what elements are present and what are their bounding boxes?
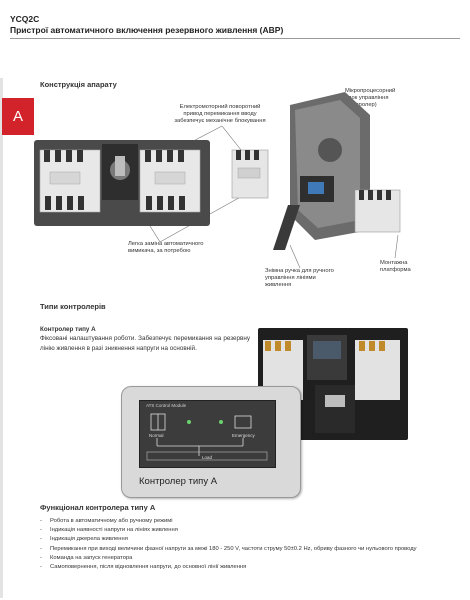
callout-microprocessor: Мікропроцесорний блок управління (контро… bbox=[345, 88, 396, 108]
ats-construction-illustration bbox=[34, 92, 401, 269]
side-rule bbox=[0, 78, 3, 598]
load-label: Load bbox=[202, 455, 213, 460]
construction-heading: Конструкція апарату bbox=[40, 80, 117, 89]
callout-platform: Монтажна платформа bbox=[380, 260, 411, 273]
controller-types-heading: Типи контролерів bbox=[40, 302, 106, 311]
controller-screen bbox=[139, 400, 276, 468]
section-tab: A bbox=[2, 98, 34, 135]
callout-handle: Знімна ручка для ручного управління ліні… bbox=[265, 268, 334, 288]
header-divider bbox=[10, 38, 460, 39]
normal-label: Normal bbox=[149, 433, 164, 438]
list-item: Індикація джерела живлення bbox=[40, 536, 450, 544]
list-item: Перемикання при виході величини фазної н… bbox=[40, 546, 450, 554]
emergency-label: Emergency bbox=[232, 433, 255, 438]
model-code: YCQ2C bbox=[10, 14, 40, 24]
list-item: Робота в автоматичному або ручному режим… bbox=[40, 518, 450, 526]
list-item: Самоповернення, після відновлення напруг… bbox=[40, 564, 450, 572]
controller-caption: Контролер типу А bbox=[139, 476, 218, 487]
callout-replacement: Легка заміна автоматичного вимикача, за … bbox=[128, 241, 204, 254]
assembled-ats-unit bbox=[34, 140, 210, 226]
generator-icon bbox=[234, 415, 252, 429]
lcd-diagram bbox=[146, 413, 268, 461]
callout-motor-drive: Електромоторний поворотний привод переми… bbox=[174, 104, 266, 124]
exploded-ats-parts bbox=[231, 92, 401, 250]
screen-title: ATS Control Module bbox=[146, 403, 187, 408]
functional-heading: Функціонал контролера типу А bbox=[40, 503, 156, 512]
functional-list: Робота в автоматичному або ручному режим… bbox=[40, 518, 450, 573]
page-title: Пристрої автоматичного включення резервн… bbox=[10, 25, 284, 35]
controller-type-a-text: Фіксовані налаштування роботи. Забезпечу… bbox=[40, 335, 250, 352]
list-item: Команда на запуск генератора bbox=[40, 555, 450, 563]
list-item: Індикація наявності напруги на лініях жи… bbox=[40, 527, 450, 535]
controller-type-a-heading: Контролер типу А bbox=[40, 326, 96, 333]
